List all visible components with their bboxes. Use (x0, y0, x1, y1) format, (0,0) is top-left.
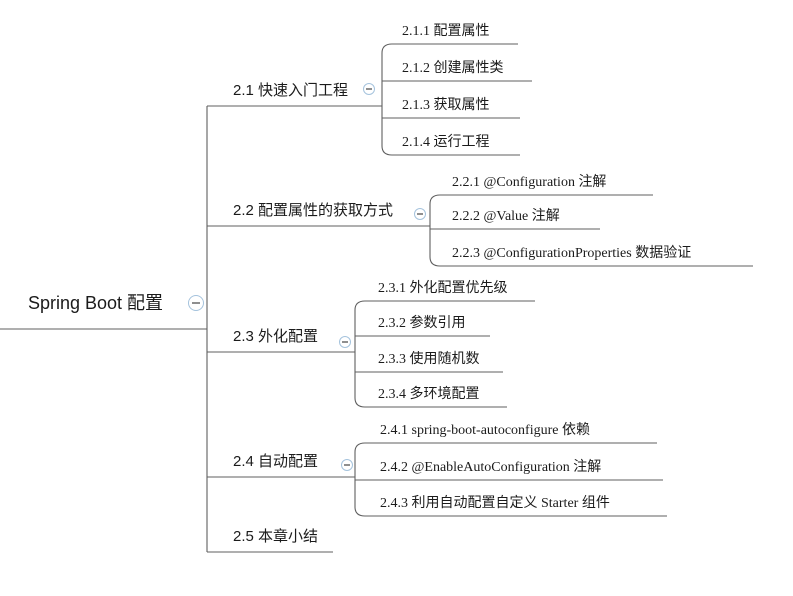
collapse-button-2-2[interactable] (414, 208, 426, 220)
main-topic-2-4[interactable]: 2.4 自动配置 (233, 453, 319, 470)
subtopic-2-2-1[interactable]: 2.2.1 @Configuration 注解 (452, 175, 607, 190)
collapse-button-2-1[interactable] (363, 83, 375, 95)
minus-icon (417, 213, 423, 215)
connector-branch-2-3 (207, 300, 535, 408)
subtopic-2-1-4[interactable]: 2.1.4 运行工程 (402, 135, 490, 150)
subtopic-2-3-1[interactable]: 2.3.1 外化配置优先级 (378, 281, 508, 296)
collapse-button-2-3[interactable] (339, 336, 351, 348)
subtopic-2-4-1[interactable]: 2.4.1 spring-boot-autoconfigure 依赖 (380, 423, 590, 438)
subtopic-2-4-2[interactable]: 2.4.2 @EnableAutoConfiguration 注解 (380, 460, 602, 475)
root-topic[interactable]: Spring Boot 配置 (28, 293, 164, 313)
subtopic-2-1-3[interactable]: 2.1.3 获取属性 (402, 98, 490, 113)
minus-icon (192, 302, 200, 304)
connector-branch-2-2 (207, 194, 753, 267)
subtopic-2-2-2[interactable]: 2.2.2 @Value 注解 (452, 209, 560, 224)
subtopic-2-1-1[interactable]: 2.1.1 配置属性 (402, 24, 490, 39)
connector-branch-2-4 (207, 442, 667, 517)
subtopic-2-2-3[interactable]: 2.2.3 @ConfigurationProperties 数据验证 (452, 246, 692, 261)
subtopic-2-3-3[interactable]: 2.3.3 使用随机数 (378, 352, 480, 367)
main-topic-2-5[interactable]: 2.5 本章小结 (233, 528, 319, 545)
connector-branch-2-1 (207, 43, 532, 156)
subtopic-2-1-2[interactable]: 2.1.2 创建属性类 (402, 61, 504, 76)
subtopic-2-4-3[interactable]: 2.4.3 利用自动配置自定义 Starter 组件 (380, 496, 610, 511)
main-topic-2-1[interactable]: 2.1 快速入门工程 (233, 82, 349, 99)
collapse-button-root[interactable] (188, 295, 204, 311)
collapse-button-2-4[interactable] (341, 459, 353, 471)
main-topic-2-2[interactable]: 2.2 配置属性的获取方式 (233, 202, 394, 219)
minus-icon (366, 88, 372, 90)
main-topic-2-3[interactable]: 2.3 外化配置 (233, 328, 319, 345)
subtopic-2-3-2[interactable]: 2.3.2 参数引用 (378, 316, 466, 331)
subtopic-2-3-4[interactable]: 2.3.4 多环境配置 (378, 387, 480, 402)
minus-icon (344, 464, 350, 466)
minus-icon (342, 341, 348, 343)
